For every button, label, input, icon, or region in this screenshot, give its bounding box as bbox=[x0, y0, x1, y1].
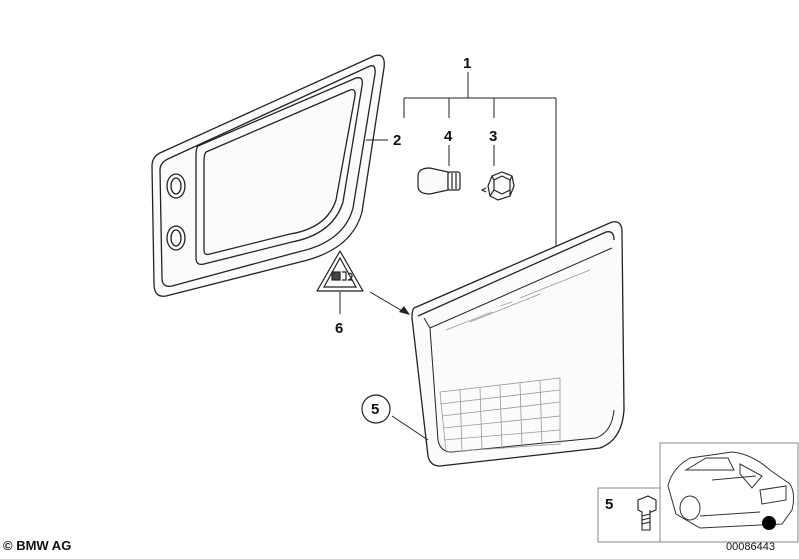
callout-2: 2 bbox=[393, 132, 401, 149]
callout-5-circle bbox=[361, 394, 391, 424]
callout-4: 4 bbox=[444, 128, 453, 145]
part-number-label: 00086443 bbox=[726, 541, 775, 553]
leader-lines bbox=[339, 72, 557, 441]
inset-callout-5: 5 bbox=[605, 496, 613, 513]
lens-pattern bbox=[439, 269, 591, 453]
gasket-frame[interactable] bbox=[151, 54, 385, 297]
warning-sticker[interactable] bbox=[316, 250, 364, 292]
callout-1: 1 bbox=[463, 55, 471, 72]
arrow-head bbox=[399, 306, 410, 315]
screw[interactable] bbox=[637, 495, 657, 531]
bulb-socket[interactable] bbox=[480, 171, 515, 201]
car-outline bbox=[667, 451, 795, 529]
location-marker bbox=[762, 516, 776, 530]
callout-3: 3 bbox=[489, 128, 497, 145]
copyright-label: © BMW AG bbox=[3, 538, 72, 553]
rear-light-housing[interactable] bbox=[411, 221, 625, 467]
bulb[interactable] bbox=[417, 167, 461, 195]
callout-5: 5 bbox=[371, 401, 379, 418]
callout-6: 6 bbox=[335, 320, 343, 337]
